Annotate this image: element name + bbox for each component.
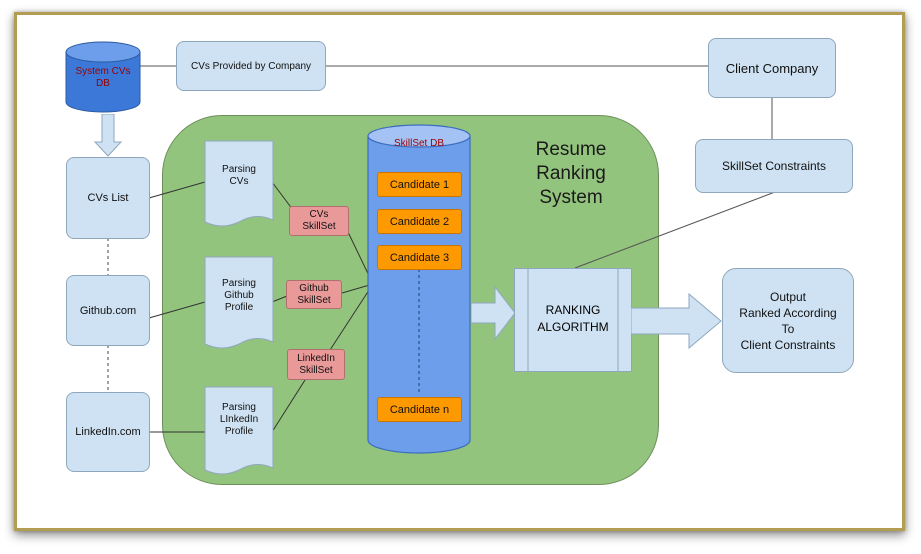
connector-github-parsing — [148, 301, 206, 319]
candidate-n: Candidate n — [377, 397, 462, 422]
output-label: Output Ranked According To Client Constr… — [739, 289, 837, 352]
system-title: Resume Ranking System — [535, 139, 607, 208]
database-cylinder-icon — [65, 41, 141, 113]
github-skillset-label: Github SkillSet — [297, 282, 331, 306]
connector-constraints-ranking — [574, 191, 776, 269]
cvs-provided-label: CVs Provided by Company — [190, 60, 312, 72]
cvs-skillset-label: CVs SkillSet — [302, 209, 336, 232]
skillset-db-label: SkillSet DB — [393, 138, 444, 149]
right-arrow-icon — [630, 292, 722, 350]
client-company: Client Company — [708, 38, 836, 98]
candidate-2-label: Candidate 2 — [389, 215, 450, 228]
candidate-1: Candidate 1 — [377, 172, 462, 197]
parsing-github-document: Parsing Github Profile — [204, 256, 274, 350]
parsing-cvs-document: Parsing CVs — [204, 140, 274, 228]
ranking-algorithm: RANKING ALGORITHM — [514, 268, 632, 372]
candidate-2: Candidate 2 — [377, 209, 462, 234]
parsing-cvs-label: Parsing CVs — [222, 164, 256, 187]
document-shape-icon — [204, 256, 274, 349]
linkedin-com: LinkedIn.com — [66, 392, 150, 472]
document-shape-icon — [204, 140, 274, 227]
cvs-provided-by-company: CVs Provided by Company — [176, 41, 326, 91]
skillset-constraints: SkillSet Constraints — [695, 139, 853, 193]
db-to-cvslist-arrow — [93, 113, 123, 158]
candidate-3-label: Candidate 3 — [389, 251, 450, 264]
skillset-constraints-label: SkillSet Constraints — [721, 159, 827, 173]
connector-parsingcvs-tag — [271, 181, 294, 211]
github-com: Github.com — [66, 275, 150, 346]
connector-linkedintag-db — [329, 283, 374, 351]
connector-parsinglinkedin-tag — [271, 379, 306, 433]
document-shape-icon — [204, 386, 274, 475]
linkedin-skillset-label: LinkedIn SkillSet — [297, 352, 335, 376]
db-to-ranking-arrow — [470, 284, 517, 342]
parsing-github-label: Parsing Github Profile — [222, 278, 256, 313]
process-box-icon — [514, 268, 632, 372]
cvs-list-label: CVs List — [87, 192, 129, 204]
cvs-list: CVs List — [66, 157, 150, 239]
linkedin-skillset-tag: LinkedIn SkillSet — [287, 349, 345, 380]
connector-parsinggithub-tag — [271, 295, 288, 303]
system-cvs-db-label: System CVs DB — [75, 66, 131, 89]
down-arrow-icon — [93, 113, 123, 157]
client-company-label: Client Company — [725, 60, 819, 76]
parsing-linkedin-label: Parsing LInkedIn Profile — [219, 402, 259, 437]
candidate-3: Candidate 3 — [377, 245, 462, 270]
system-cvs-db: System CVs DB — [64, 40, 142, 114]
right-arrow-icon — [470, 285, 516, 341]
github-com-label: Github.com — [79, 304, 137, 317]
github-skillset-tag: Github SkillSet — [286, 280, 342, 309]
candidate-1-label: Candidate 1 — [389, 178, 450, 191]
connector-cvslist-parsing — [148, 181, 206, 199]
ranking-algorithm-label: RANKING ALGORITHM — [537, 303, 609, 334]
linkedin-com-label: LinkedIn.com — [75, 426, 141, 438]
candidate-n-label: Candidate n — [389, 403, 450, 416]
parsing-linkedin-document: Parsing LInkedIn Profile — [204, 386, 274, 476]
output-box: Output Ranked According To Client Constr… — [722, 268, 854, 373]
cvs-skillset-tag: CVs SkillSet — [289, 206, 349, 236]
ranking-to-output-arrow — [630, 292, 723, 350]
